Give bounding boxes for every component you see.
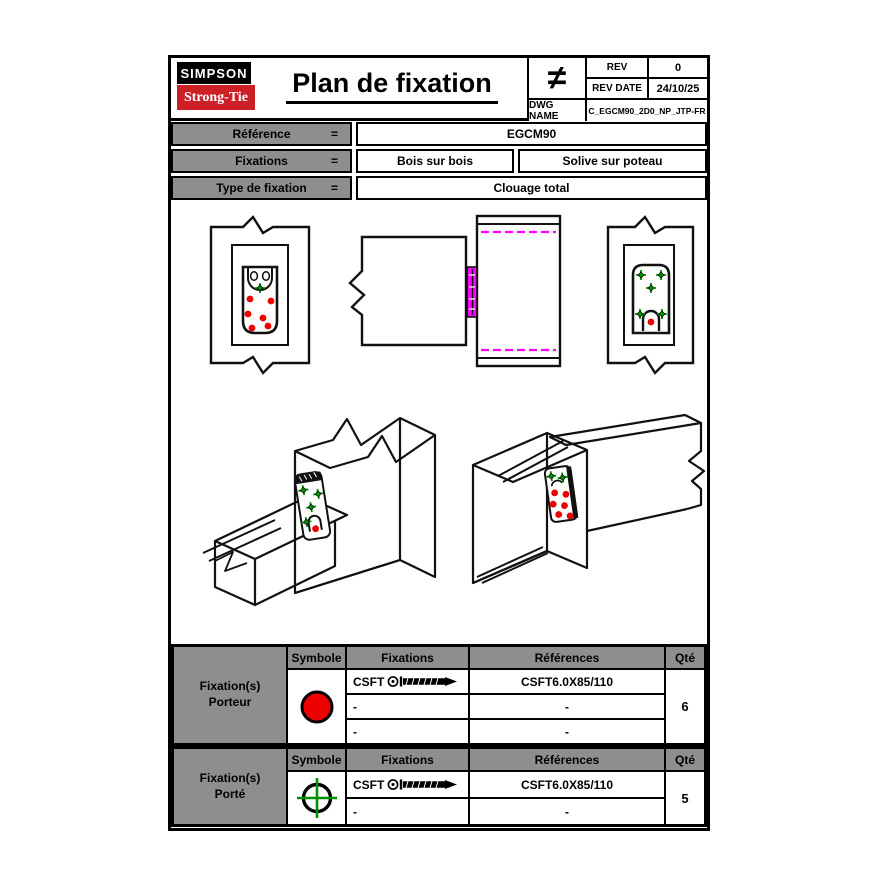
- fixations-value-1: Bois sur bois: [356, 149, 514, 173]
- type-fixation-row: Type de fixation = Clouage total: [171, 176, 707, 200]
- screw-icon: [387, 779, 458, 790]
- post-prism: [293, 416, 437, 595]
- simpson-strongtie-logo: SIMPSON Strong-Tie: [177, 62, 255, 110]
- fixation-reference: CSFT6.0X85/110: [470, 670, 664, 693]
- view-2d-left: [205, 215, 315, 375]
- post-outline: [606, 215, 695, 375]
- reference-label: Référence: [232, 127, 291, 141]
- fixation-name: CSFT: [353, 674, 385, 689]
- dwg-name-label: DWG NAME: [529, 100, 585, 122]
- post-prism: [471, 431, 589, 585]
- qty-value: 6: [666, 670, 704, 743]
- connector-section: [466, 266, 478, 318]
- joist-prism: [202, 495, 349, 607]
- view-2d-right: [603, 215, 703, 375]
- equals-sign: =: [330, 154, 338, 168]
- connector-plate: [293, 471, 332, 541]
- hidden-lines: [481, 230, 556, 352]
- equals-sign: =: [330, 181, 338, 195]
- revision-block: ≠ REV 0 REV DATE 24/10/25 DWG NAME C_EGC…: [527, 58, 707, 122]
- rev-date-value: 24/10/25: [649, 79, 707, 98]
- qty-header: Qté: [666, 749, 704, 770]
- references-header: Références: [470, 749, 664, 770]
- post-outline: [209, 215, 311, 375]
- dwg-name-value: C_EGCM90_2D0_NP_JTP-FR: [587, 100, 707, 122]
- group-label-line1: Fixation(s): [199, 770, 261, 785]
- green-crosshair-symbol-icon: [296, 778, 337, 818]
- red-nail-marker: [647, 318, 655, 326]
- drawing-sheet: SIMPSON Strong-Tie Plan de fixation ≠ RE…: [168, 55, 710, 831]
- connector-plate: [631, 263, 671, 335]
- group-label-line2: Porté: [214, 786, 246, 801]
- type-fixation-value: Clouage total: [356, 176, 707, 200]
- post-outline: [475, 214, 562, 368]
- connector-plate: [543, 465, 579, 523]
- red-nail-markers: [244, 295, 275, 332]
- references-header: Références: [470, 647, 664, 668]
- qty-value: 5: [666, 772, 704, 824]
- fixation-name: -: [347, 799, 468, 824]
- screw-icon: [387, 676, 458, 687]
- reference-row: Référence = EGCM90: [171, 122, 707, 146]
- fixation-reference: CSFT6.0X85/110: [470, 772, 664, 797]
- type-fixation-label: Type de fixation: [216, 181, 307, 195]
- logo-strongtie: Strong-Tie: [177, 85, 255, 110]
- fixations-header: Fixations: [347, 647, 468, 668]
- view-3d-left: [195, 403, 445, 633]
- qty-header: Qté: [666, 647, 704, 668]
- fixation-name: CSFT: [353, 777, 385, 792]
- porte-fixation-table: Fixation(s) Porté Symbole Fixations Réfé…: [171, 746, 707, 827]
- joist-outline: [348, 235, 468, 347]
- view-3d-right: [455, 405, 707, 635]
- symbole-header: Symbole: [288, 749, 345, 770]
- porteur-fixation-table: Fixation(s) Porteur Symbole Fixations Ré…: [171, 644, 707, 746]
- symbole-header: Symbole: [288, 647, 345, 668]
- group-label-line2: Porteur: [208, 695, 252, 709]
- connector-plate: [241, 265, 279, 335]
- green-crosshair-marker: [254, 282, 266, 294]
- member-face: [231, 244, 289, 346]
- title-block-header: SIMPSON Strong-Tie Plan de fixation ≠ RE…: [171, 58, 707, 122]
- reference-value: EGCM90: [356, 122, 707, 146]
- group-label-line1: Fixation(s): [199, 679, 261, 694]
- fixation-reference: -: [470, 695, 664, 718]
- view-2d-side: [348, 207, 583, 377]
- rev-date-label: REV DATE: [587, 79, 647, 98]
- rev-value: 0: [649, 58, 707, 77]
- fixations-header: Fixations: [347, 749, 468, 770]
- not-equal-icon: ≠: [529, 58, 585, 98]
- rev-label: REV: [587, 58, 647, 77]
- red-circle-symbol-icon: [300, 690, 333, 723]
- equals-sign: =: [330, 127, 338, 141]
- fixation-name: -: [347, 720, 468, 743]
- member-face: [623, 244, 675, 346]
- fixations-row: Fixations = Bois sur bois Solive sur pot…: [171, 149, 707, 173]
- fixations-value-2: Solive sur poteau: [518, 149, 707, 173]
- fixation-reference: -: [470, 720, 664, 743]
- fixation-reference: -: [470, 799, 664, 824]
- page-title: Plan de fixation: [263, 68, 521, 104]
- fixation-name: -: [347, 695, 468, 718]
- logo-simpson: SIMPSON: [177, 62, 251, 84]
- fixations-label: Fixations: [235, 154, 288, 168]
